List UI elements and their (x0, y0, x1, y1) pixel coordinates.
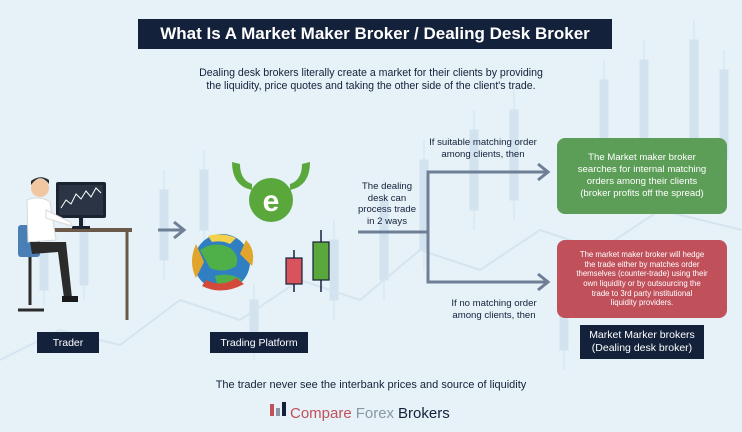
internal-matching-box: The Market maker broker searches for int… (557, 138, 727, 214)
red-box-line: own liquidity or by outsourcing the (583, 279, 701, 288)
red-box-line: liquidity providers. (610, 298, 674, 308)
dealing-desk-line: desk can (367, 192, 407, 204)
dealing-desk-line: in 2 ways (367, 215, 407, 227)
dealing-desk-line: process trade (357, 204, 417, 216)
page-title: What Is A Market Maker Broker / Dealing … (138, 19, 612, 49)
market-maker-line: (Dealing desk broker) (591, 342, 693, 354)
market-maker-label: Market Marker brokers (Dealing desk brok… (580, 325, 704, 359)
market-maker-line: Market Marker brokers (589, 329, 695, 341)
dealing-desk-text: The dealing desk can process trade in 2 … (348, 181, 426, 227)
condition-matching-order: If suitable matching order among clients… (422, 137, 544, 160)
brand-wordmark: Compare Forex Brokers (290, 402, 450, 424)
trading-platform-label: Trading Platform (210, 332, 308, 353)
red-box-line: The market maker broker will hedge (579, 250, 705, 260)
condition-line: If no matching order (451, 298, 537, 309)
brand-forex: Forex (355, 404, 395, 422)
trader-label: Trader (37, 332, 99, 353)
green-box-line: (broker profits off the spread) (580, 188, 704, 199)
dealing-desk-line: The dealing (361, 181, 413, 192)
subtitle-line: Dealing desk brokers literally create a … (199, 67, 543, 79)
green-box-line: orders among their clients (586, 176, 698, 187)
condition-line: If suitable matching order (429, 137, 537, 148)
condition-line: among clients, then (441, 148, 525, 160)
red-box-line: themselves (counter-trade) using their (576, 269, 708, 279)
green-box-line: searches for internal matching (577, 164, 707, 175)
green-box-line: The Market maker broker (588, 152, 696, 163)
subtitle-line: the liquidity, price quotes and taking t… (206, 80, 536, 92)
red-box-line: trade to 3rd party institutional (591, 288, 693, 298)
condition-no-matching-order: If no matching order among clients, then (438, 298, 550, 321)
brand-compare: Compare (290, 404, 352, 422)
hedge-trade-box: The market maker broker will hedge the t… (557, 240, 727, 318)
condition-line: among clients, then (452, 309, 536, 321)
red-box-line: the trade either by matches order (584, 259, 700, 269)
footer-note: The trader never see the interbank price… (215, 379, 527, 391)
subtitle: Dealing desk brokers literally create a … (160, 67, 582, 93)
brand-brokers: Brokers (398, 404, 450, 422)
